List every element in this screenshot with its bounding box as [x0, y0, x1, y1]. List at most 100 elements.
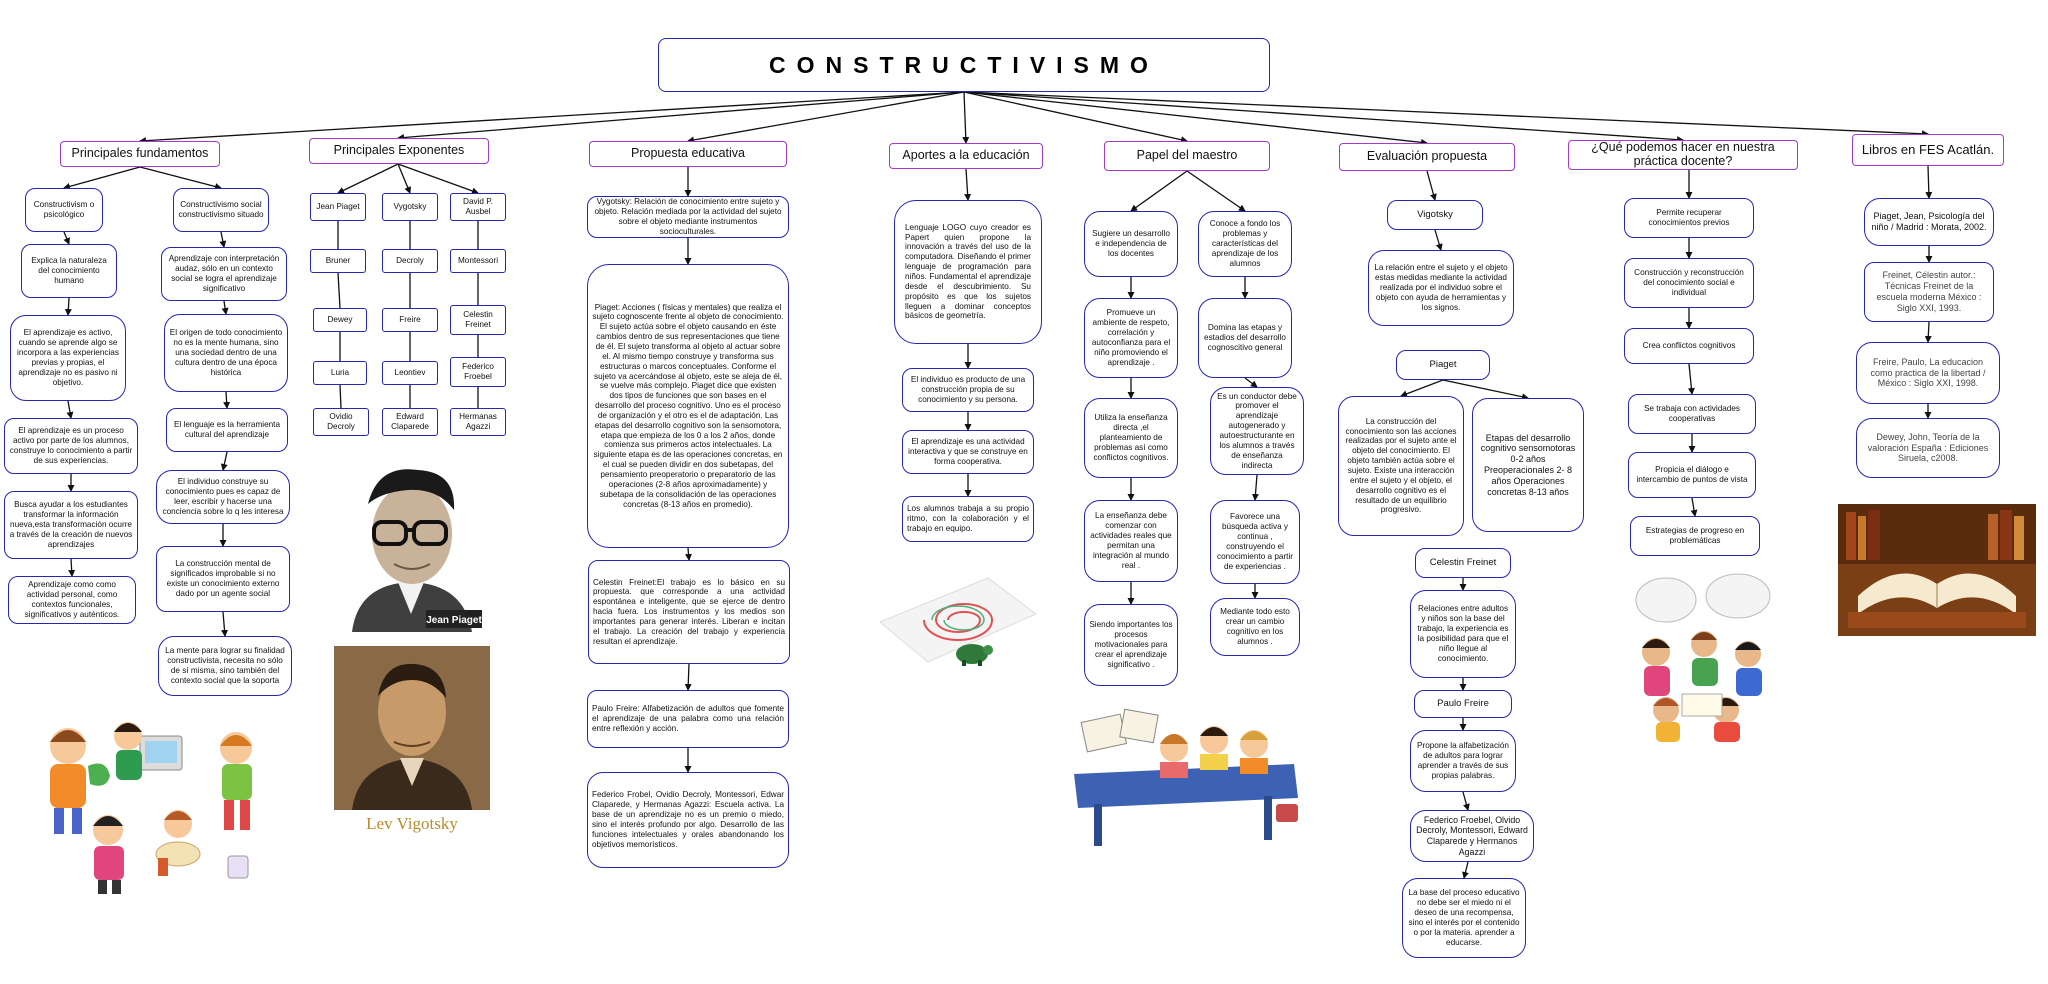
- practica-node: Crea conflictos cognitivos: [1624, 328, 1754, 364]
- header-evaluacion: Evaluación propuesta: [1339, 143, 1515, 171]
- header-practica: ¿Qué podemos hacer en nuestra práctica d…: [1568, 140, 1798, 170]
- connector-line: [68, 298, 69, 315]
- propuesta-node: Vygotsky: Relación de conocimiento entre…: [587, 196, 789, 238]
- fundamentos-right-node: Constructivismo social constructivismo s…: [173, 188, 269, 232]
- aportes-node: El individuo es producto de una construc…: [902, 368, 1034, 412]
- maestro-left-node: Sugiere un desarrollo e independencia de…: [1084, 211, 1178, 277]
- connector-line: [71, 559, 72, 576]
- exponente-node: Dewey: [313, 308, 367, 332]
- exponente-node: Jean Piaget: [310, 193, 366, 221]
- practica-node: Permite recuperar conocimientos previos: [1624, 198, 1754, 238]
- exponente-node: Luria: [313, 361, 367, 385]
- exponente-node: Federico Froebel: [450, 357, 506, 387]
- fundamentos-left-node: Busca ayudar a los estudiantes transform…: [4, 491, 138, 559]
- connector-line: [1928, 166, 1929, 198]
- vigotsky-caption: Lev Vigotsky: [366, 814, 458, 833]
- connector-line: [688, 548, 689, 560]
- connector-line: [68, 401, 71, 418]
- connector-line: [688, 664, 689, 690]
- connector-line: [1187, 171, 1245, 211]
- logo-turtle-spiral-illustration: [876, 566, 1040, 684]
- children-drawing-illustration: [1626, 570, 1780, 746]
- fundamentos-left-node: El aprendizaje es un proceso activo por …: [4, 418, 138, 474]
- propuesta-node: Paulo Freire: Alfabetización de adultos …: [587, 690, 789, 748]
- connector-line: [964, 92, 1427, 143]
- evaluacion-froebel-label: Federico Froebel, Olvido Decroly, Montes…: [1410, 810, 1534, 862]
- exponente-node: Hermanas Agazzi: [450, 408, 506, 436]
- practica-node: Se trabaja con actividades cooperativas: [1628, 394, 1756, 434]
- connector-line: [64, 232, 69, 244]
- fundamentos-right-node: El lenguaje es la herramienta cultural d…: [166, 408, 288, 452]
- fundamentos-left-node: Aprendizaje como como actividad personal…: [8, 576, 136, 624]
- maestro-right-node: Es un conductor debe promover el aprendi…: [1210, 387, 1304, 475]
- exponente-node: Freire: [382, 308, 438, 332]
- fundamentos-right-node: La mente para lograr su finalidad constr…: [158, 636, 292, 696]
- evaluacion-piaget-left: La construcción del conocimiento son las…: [1338, 396, 1464, 536]
- exponente-node: Vygotsky: [382, 193, 438, 221]
- connector-line: [223, 452, 227, 470]
- connector-line: [964, 92, 966, 143]
- connector-line: [340, 385, 341, 408]
- evaluacion-vigotsky-text: La relación entre el sujeto y el objeto …: [1368, 250, 1514, 326]
- maestro-right-node: Conoce a fondo los problemas y caracterí…: [1198, 211, 1292, 277]
- header-libros: Libros en FES Acatlán.: [1852, 134, 2004, 166]
- maestro-left-node: Siendo importantes los procesos motivaci…: [1084, 604, 1178, 686]
- exponente-node: Ovidio Decroly: [313, 408, 369, 436]
- connector-line: [1427, 171, 1435, 200]
- aportes-node: Los alumnos trabaja a su propio ritmo, c…: [902, 496, 1034, 542]
- evaluacion-freire-text: Propone la alfabetización de adultos par…: [1410, 730, 1516, 792]
- propuesta-node: Celestin Freinet:El trabajo es lo básico…: [588, 560, 790, 664]
- exponente-node: Decroly: [382, 249, 438, 273]
- jean-piaget-portrait: Jean Piaget: [338, 464, 484, 632]
- exponente-node: Celestin Freinet: [450, 305, 506, 335]
- lev-vigotsky-portrait: Lev Vigotsky: [334, 646, 490, 836]
- libro-node: Piaget, Jean, Psicología del niño / Madr…: [1864, 198, 1994, 246]
- connector-line: [398, 92, 964, 138]
- connector-line: [140, 167, 221, 188]
- evaluacion-piaget-right: Etapas del desarrollo cognitivo sensomot…: [1472, 398, 1584, 532]
- fundamentos-right-node: El individuo construye su conocimiento p…: [156, 470, 290, 524]
- maestro-right-node: Mediante todo esto crear un cambio cogni…: [1210, 598, 1300, 656]
- page-title: CONSTRUCTIVISMO: [658, 38, 1270, 92]
- header-fundamentos: Principales fundamentos: [60, 141, 220, 167]
- connector-line: [1401, 380, 1443, 396]
- connector-line: [226, 392, 227, 408]
- exponente-node: Edward Claparede: [382, 408, 438, 436]
- connector-line: [966, 169, 968, 200]
- exponente-node: David P. Ausbel: [450, 193, 506, 221]
- header-propuesta: Propuesta educativa: [589, 141, 787, 167]
- maestro-right-node: Favorece una búsqueda activa y continua …: [1210, 500, 1300, 584]
- connector-line: [338, 164, 398, 193]
- evaluacion-piaget-label: Piaget: [1396, 350, 1490, 380]
- libro-node: Freire, Paulo, La educacion como practic…: [1856, 342, 2000, 404]
- fundamentos-left-node: Explica la naturaleza del conocimiento h…: [21, 244, 117, 298]
- connector-line: [1245, 378, 1257, 387]
- exponente-node: Montessori: [450, 249, 506, 273]
- connector-line: [1435, 230, 1441, 250]
- aportes-node: Lenguaje LOGO cuyo creador es Papert qui…: [894, 200, 1042, 344]
- fundamentos-right-node: La construcción mental de significados i…: [156, 546, 290, 612]
- maestro-left-node: La enseñanza debe comenzar con actividad…: [1084, 500, 1178, 582]
- fundamentos-left-node: Constructivism o psicológico: [25, 188, 103, 232]
- fundamentos-left-node: El aprendizaje es activo, cuando se apre…: [10, 315, 126, 401]
- header-exponentes: Principales Exponentes: [309, 138, 489, 164]
- evaluacion-vigotsky-label: Vigotsky: [1387, 200, 1483, 230]
- exponente-node: Leontiev: [382, 361, 438, 385]
- fundamentos-right-node: Aprendizaje con interpretación audaz, só…: [161, 247, 287, 301]
- aportes-node: El aprendizaje es una actividad interact…: [902, 430, 1034, 474]
- connector-line: [338, 273, 340, 308]
- connector-line: [140, 92, 964, 141]
- fundamentos-right-node: El origen de todo conocimiento no es la …: [164, 314, 288, 392]
- connector-line: [1464, 862, 1468, 878]
- practica-node: Propicia el diálogo e intercambio de pun…: [1628, 452, 1756, 498]
- connector-line: [1255, 475, 1257, 500]
- piaget-caption: Jean Piaget: [426, 615, 482, 626]
- maestro-left-node: Utiliza la enseñanza directa ,el plantea…: [1084, 398, 1178, 478]
- connector-line: [1689, 364, 1692, 394]
- header-maestro: Papel del maestro: [1104, 141, 1270, 171]
- exponente-node: Bruner: [310, 249, 366, 273]
- propuesta-node: Piaget: Acciones ( físicas y mentales) q…: [587, 264, 789, 548]
- connector-line: [398, 164, 478, 193]
- children-playing-illustration: [28, 706, 268, 896]
- header-aportes: Aportes a la educación: [889, 143, 1043, 169]
